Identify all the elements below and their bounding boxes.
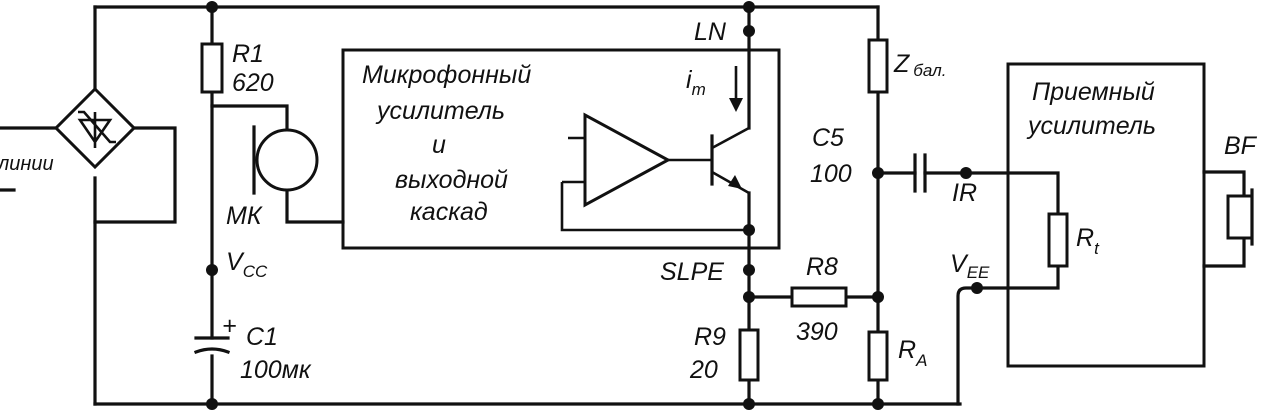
ln-terminal-dot — [743, 25, 755, 37]
junction-dot — [206, 1, 218, 13]
op-amp — [560, 112, 749, 232]
r9-value-label: 20 — [689, 356, 718, 384]
junction-dot — [206, 398, 218, 410]
ir-terminal-dot — [960, 167, 972, 179]
op-amp-triangle-icon — [583, 112, 672, 208]
earpiece-body — [1226, 194, 1254, 240]
slpe-label: SLPE — [660, 258, 724, 286]
r8-name-label: R8 — [806, 253, 838, 281]
diode-bridge — [53, 86, 137, 170]
r1-resistor — [200, 42, 224, 94]
rx-amplifier-block — [1006, 62, 1206, 368]
junction-dot — [872, 291, 884, 303]
c1-plus-label: + — [222, 312, 237, 340]
ir-label: IR — [952, 179, 977, 207]
vee-terminal-dot — [971, 282, 983, 294]
vee-label: VEE — [950, 250, 990, 282]
zener-mark-icon — [78, 110, 116, 144]
mic-amp-line5: каскад — [410, 198, 488, 226]
r8-value-label: 390 — [796, 318, 838, 346]
earpiece-icon — [1226, 188, 1254, 246]
vcc-label: VCC — [226, 248, 268, 281]
c1-name-label: C1 — [246, 323, 278, 351]
c1-capacitor — [193, 336, 231, 355]
vee-wire — [956, 264, 1060, 406]
junction-dot — [872, 398, 884, 410]
r8-resistor — [790, 286, 848, 308]
slpe-terminal-dot — [743, 264, 755, 276]
mic-top-wire — [210, 104, 289, 132]
line-label: линии — [0, 153, 54, 175]
junction-dots — [206, 1, 983, 410]
ir-wire — [923, 171, 1060, 216]
vcc-terminal-dot — [206, 264, 218, 276]
junction-dot — [743, 1, 755, 13]
bf-top-wire — [1202, 170, 1246, 198]
zbal-resistor — [867, 38, 889, 94]
transistor-collector — [711, 126, 750, 150]
r1-value-label: 620 — [232, 69, 274, 97]
ln-label: LN — [694, 18, 727, 46]
mic-amp-line2: усилитель — [375, 97, 505, 125]
ra-label: RA — [898, 336, 927, 370]
im-current-arrow-icon — [729, 66, 743, 112]
r1-name-label: R1 — [232, 40, 264, 68]
mic-amplifier-block — [341, 48, 781, 250]
junction-dot — [872, 167, 884, 179]
diode-symbol-icon — [77, 112, 113, 148]
r9-resistor — [738, 328, 760, 382]
mk-label: МК — [226, 202, 263, 230]
r9-name-label: R9 — [694, 323, 726, 351]
mic-bottom-wire — [285, 188, 345, 224]
junction-dot — [743, 224, 755, 236]
labels: R1 620 МК VCC + C1 100мк линии Микрофонн… — [0, 18, 1258, 384]
c5-capacitor — [913, 153, 927, 193]
junction-dot — [743, 291, 755, 303]
bridge-right-wire — [93, 126, 177, 224]
op-amp-feedback-wire — [560, 182, 749, 232]
bf-label: BF — [1224, 132, 1258, 160]
c1-value-label: 100мк — [240, 356, 312, 384]
rt-resistor — [1047, 212, 1069, 268]
emitter-arrow-icon — [728, 175, 742, 189]
c5-name-label: C5 — [812, 124, 844, 152]
mic-amp-line4: выходной — [395, 166, 508, 194]
rt-label: Rt — [1076, 224, 1100, 258]
ra-resistor — [867, 330, 889, 382]
bf-bottom-wire — [1202, 236, 1246, 268]
mic-amp-line1: Микрофонный — [362, 61, 531, 89]
c1-plate-bottom — [193, 347, 231, 355]
mic-amp-line3: и — [432, 131, 446, 159]
microphone-icon — [255, 128, 319, 192]
rx-amp-line2: усилитель — [1026, 112, 1156, 140]
wires — [0, 5, 1246, 406]
rx-amp-line1: Приемный — [1032, 78, 1155, 106]
transistor — [710, 126, 750, 195]
junction-dot — [743, 398, 755, 410]
im-label: im — [686, 66, 706, 99]
c5-value-label: 100 — [810, 160, 852, 188]
